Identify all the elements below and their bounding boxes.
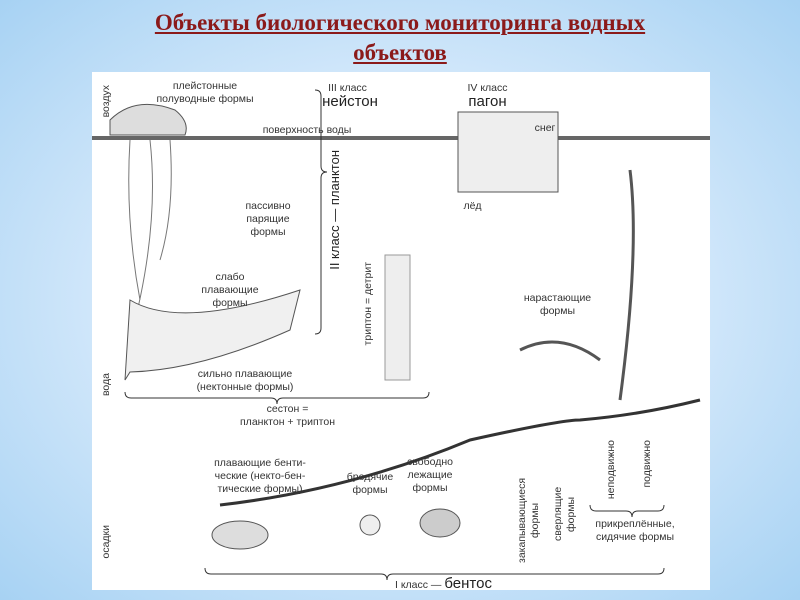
plankton-class-label: II класс — планктон	[327, 150, 342, 270]
shark-illustration	[124, 289, 301, 381]
physalia-illustration	[109, 103, 187, 136]
tripton-column	[384, 254, 411, 381]
crab-illustration	[359, 514, 381, 536]
benthos-brace	[204, 567, 665, 581]
seston-brace	[124, 391, 430, 405]
neuston-label: нейстон	[322, 93, 378, 110]
pagon-label: пагон	[468, 93, 507, 110]
ice-block	[457, 111, 559, 193]
mobile-label: подвижно	[641, 440, 653, 488]
water-label: вода	[100, 373, 112, 397]
nekton-label: сильно плавающие(нектонные формы)	[196, 368, 294, 393]
immobile-label: неподвижно	[605, 440, 617, 500]
tripton-label: триптон = детрит	[362, 262, 374, 346]
bottom-line	[219, 398, 701, 507]
benthos-class-label: I класс — бентос	[395, 575, 492, 592]
nektobenthic-label: плавающие бенти-ческие (некто-бен-тическ…	[214, 457, 306, 495]
sediments-label: осадки	[100, 525, 112, 559]
snow-label: снег	[534, 122, 556, 134]
mollusc-illustration	[419, 508, 461, 538]
seston-label: сестон =планктон + триптон	[240, 403, 335, 428]
boring-label: сверлящие формы	[552, 486, 577, 542]
flatfish-illustration	[211, 520, 269, 550]
class4-label: IV класс	[467, 82, 508, 94]
air-label: воздух	[100, 85, 112, 118]
ice-label: лёд	[463, 200, 482, 212]
water-surface-label: поверхность воды	[262, 124, 352, 136]
plankton-brace	[314, 89, 328, 335]
algae-illustration	[519, 169, 635, 401]
attached-forms-label: прикреплённые,сидячие формы	[595, 518, 675, 543]
class3-label: III класс	[328, 82, 367, 94]
burrowing-label: закапывающиеся формы	[516, 477, 541, 563]
attached-brace	[589, 504, 665, 518]
slide-title: Объекты биологического мониторинга водны…	[154, 10, 646, 65]
